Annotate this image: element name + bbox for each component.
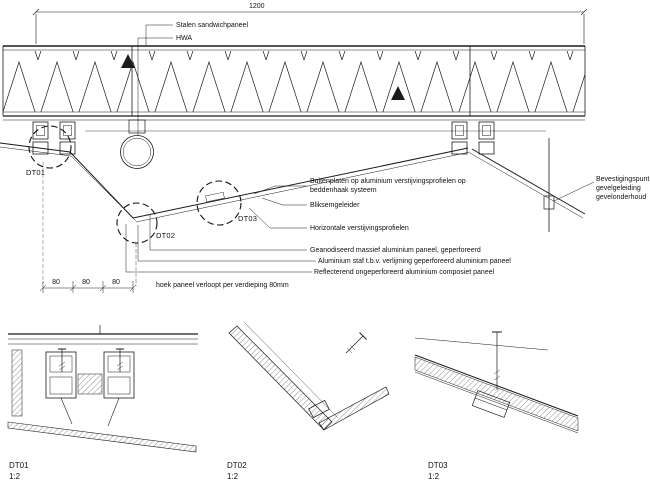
- label-bevestigingspunt: Bevestigingspunt gevelgeleiding gevelond…: [596, 176, 650, 202]
- caption-dt02-id: DT02: [227, 461, 247, 470]
- gevelgeleiding-rail: [543, 138, 595, 232]
- dimension-80: 80: [112, 279, 120, 286]
- dimension-80: 80: [82, 279, 90, 286]
- caption-dt01-scale: 1:2: [9, 472, 21, 481]
- label-stalen-sandwichpaneel: Stalen sandwichpaneel: [176, 22, 248, 29]
- detail-drawing-dt03: [414, 331, 579, 434]
- caption-dt02-scale: 1:2: [227, 472, 239, 481]
- dimension-1200: 1200: [249, 3, 265, 10]
- caption-dt03-scale: 1:2: [428, 472, 440, 481]
- detail-circle-dt02: [116, 202, 158, 244]
- label-buitenplaten: Buitenplaten op aluminium verstijvingspr…: [310, 178, 466, 195]
- label-reflecterend-paneel: Reflecterend ongeperforeerd aluminium co…: [314, 269, 495, 276]
- label-bliksemgeleider: Bliksemgeleider: [310, 202, 360, 209]
- detail-marker-dt03: DT03: [238, 214, 258, 223]
- facade-panels: [0, 142, 586, 223]
- caption-dt01-id: DT01: [9, 461, 29, 470]
- top-dimension-line: [32, 8, 588, 44]
- roof-truss-band: [2, 45, 586, 117]
- detail-marker-dt01: DT01: [26, 168, 46, 177]
- label-geanodiseerd-paneel: Geanodiseerd massief aluminium paneel, g…: [310, 247, 481, 254]
- detail-circle-dt03: [196, 180, 242, 226]
- left-clamp-assembly: [32, 121, 76, 155]
- detail-marker-dt02: DT02: [156, 231, 176, 240]
- caption-dt03-id: DT03: [428, 461, 448, 470]
- label-horizontale-verstijvingsprofielen: Horizontale verstijvingsprofielen: [310, 225, 409, 232]
- note-hoek-paneel: hoek paneel verloopt per verdieping 80mm: [156, 282, 289, 289]
- right-leader-lines: [125, 185, 316, 273]
- dimension-80: 80: [52, 279, 60, 286]
- detail-drawing-dt02: [228, 321, 390, 431]
- detail-circle-dt01: [28, 125, 72, 169]
- hwa-pipe: [120, 119, 154, 169]
- label-hwa: HWA: [176, 35, 193, 42]
- label-aluminium-staf: Aluminium staf t.b.v. verlijming geperfo…: [318, 258, 511, 265]
- truss-node-marker: [121, 54, 135, 68]
- truss-node-marker: [391, 86, 405, 100]
- detail-drawing-dt01: [7, 325, 198, 453]
- bottom-dimension-chain: [39, 162, 137, 293]
